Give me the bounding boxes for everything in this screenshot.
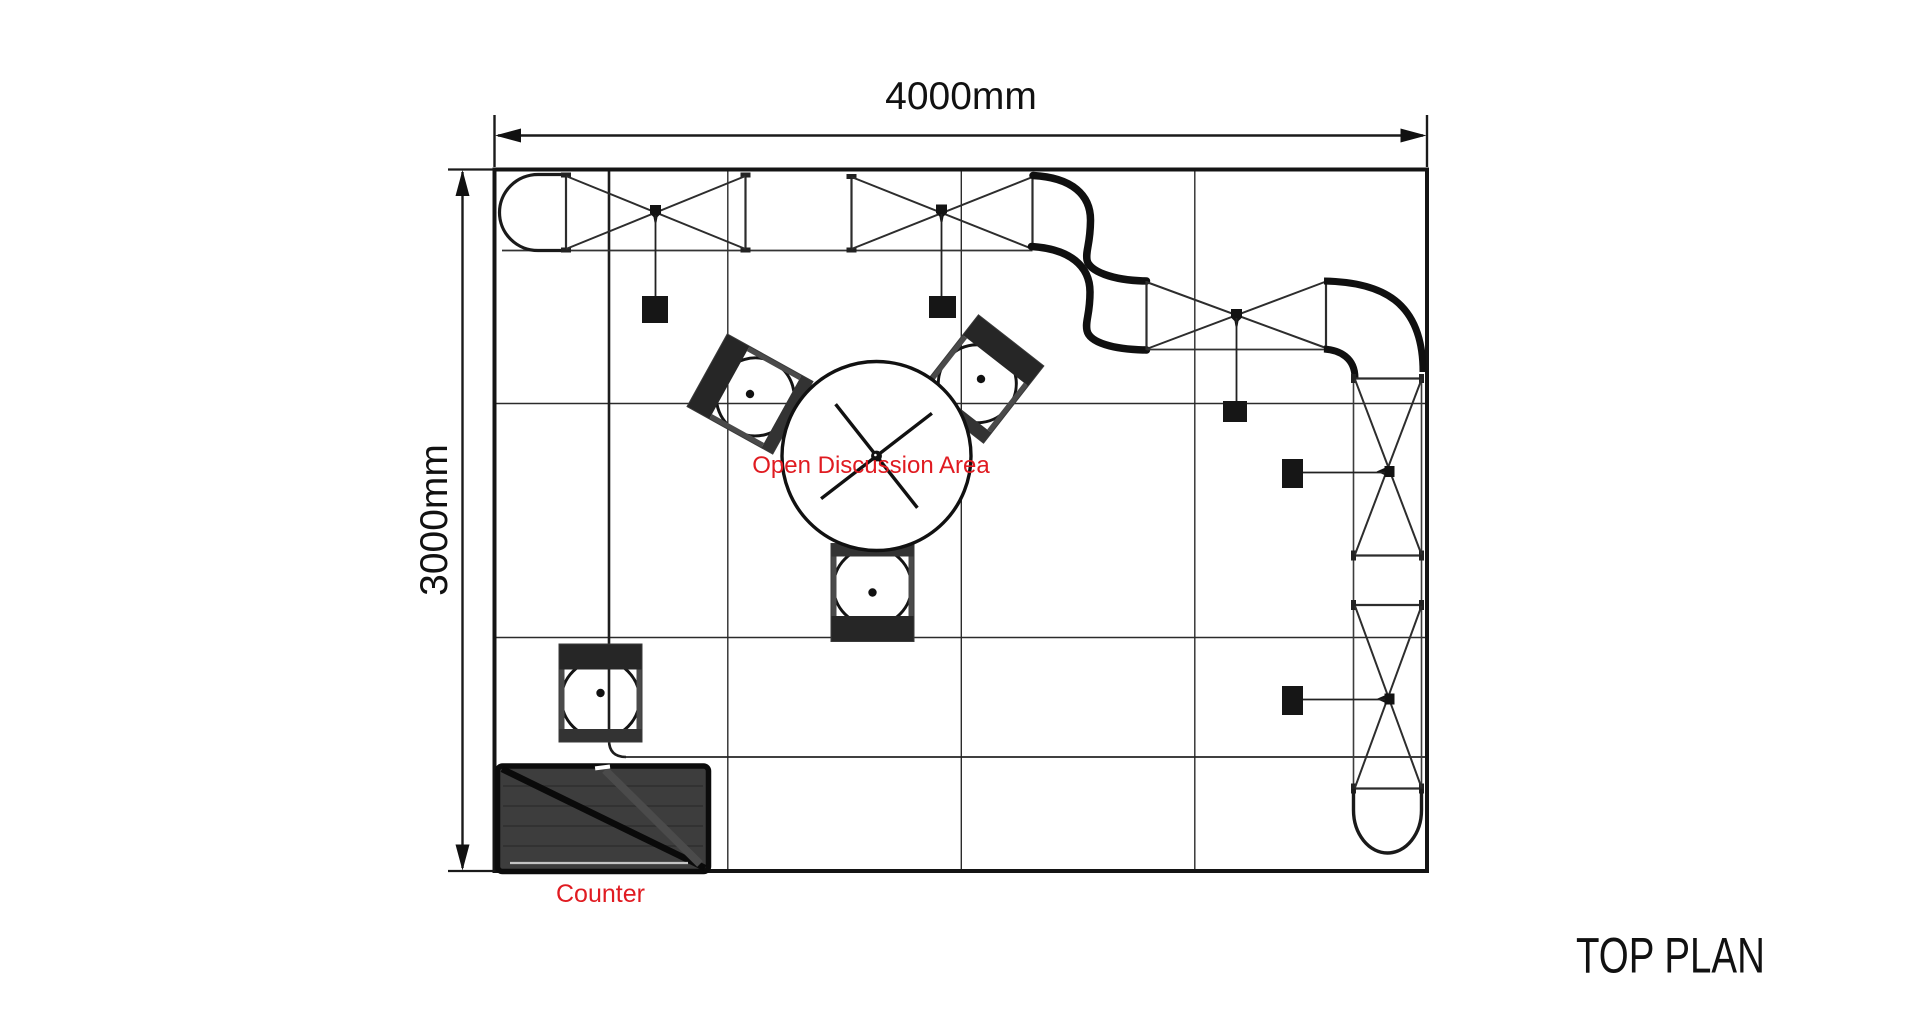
svg-text:Open Discussion Area: Open Discussion Area bbox=[752, 452, 990, 479]
svg-text:4000mm: 4000mm bbox=[885, 75, 1037, 118]
svg-text:3000mm: 3000mm bbox=[413, 444, 456, 596]
svg-text:Counter: Counter bbox=[556, 880, 645, 908]
svg-text:TOP PLAN: TOP PLAN bbox=[1576, 926, 1765, 983]
